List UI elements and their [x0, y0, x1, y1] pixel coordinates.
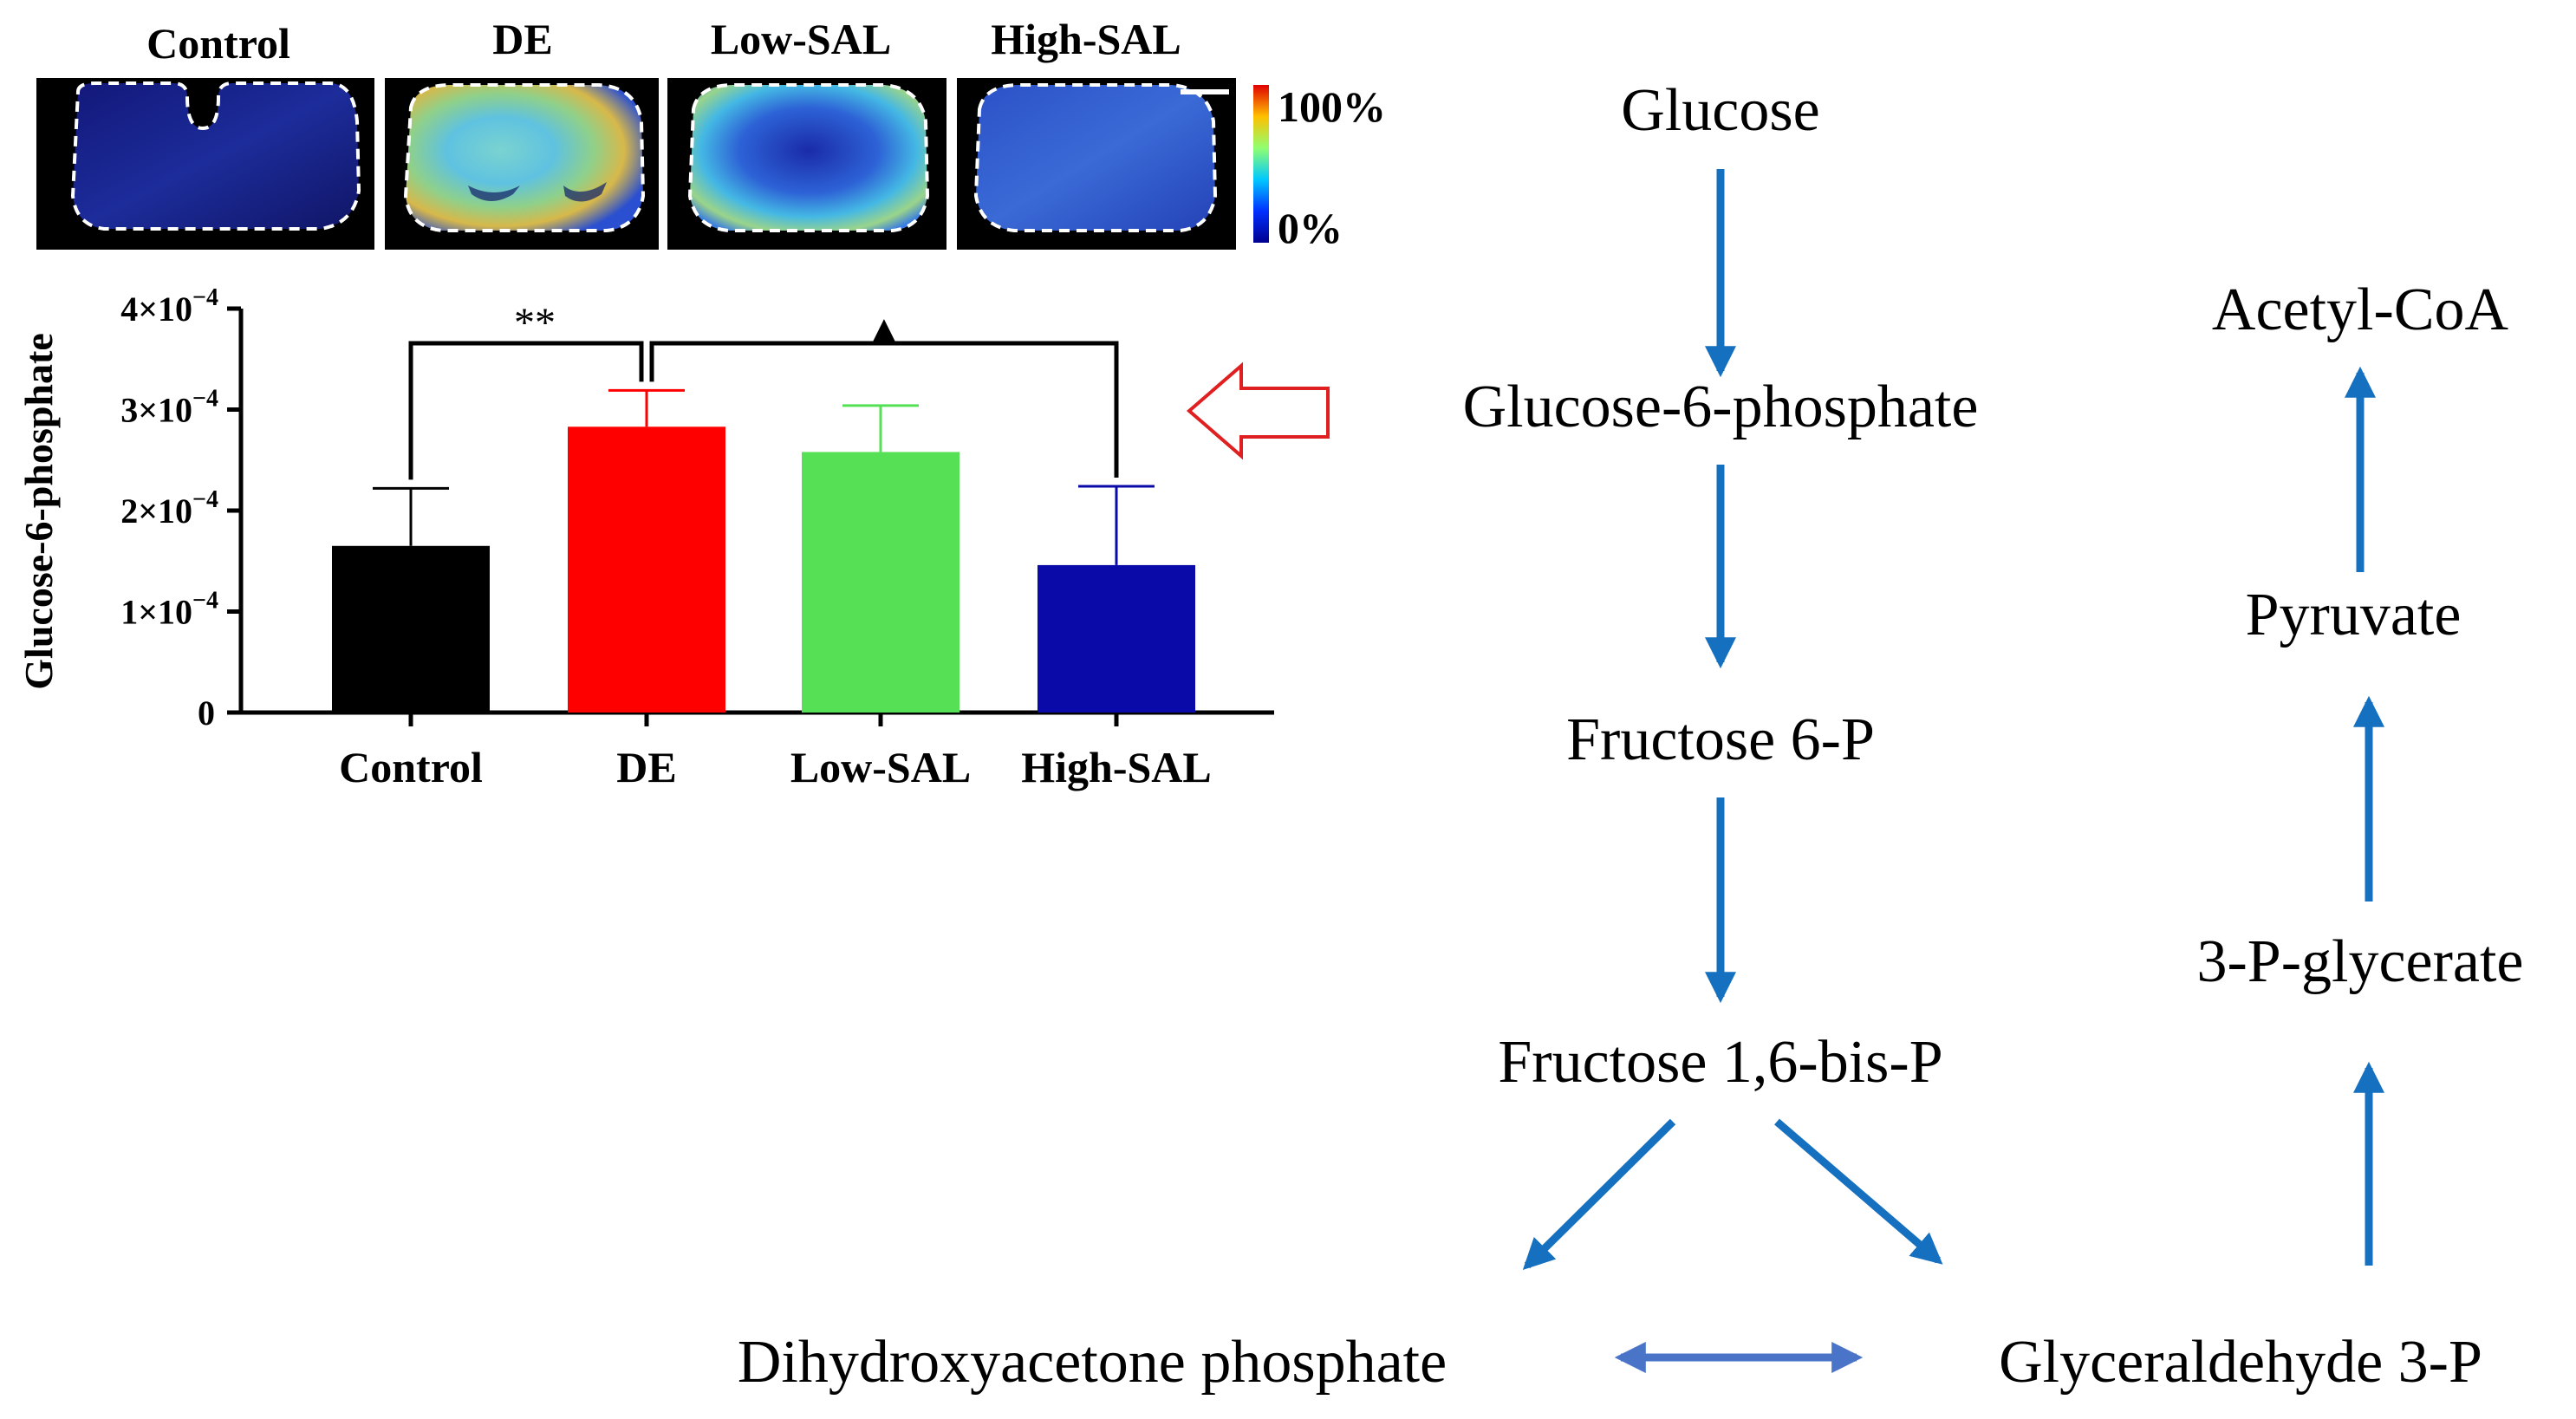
significance-bracket	[408, 341, 644, 480]
heatmap-image-de	[385, 78, 659, 250]
y-tick-exponent: −4	[192, 588, 218, 615]
colorbar-min-label: 0%	[1278, 204, 1343, 252]
y-tick-label: 2×10	[120, 491, 192, 530]
heatmap-label-control: Control	[146, 19, 290, 68]
y-tick-label: 3×10	[120, 391, 192, 430]
category-label: Control	[339, 743, 483, 791]
heatmap-label-de: DE	[492, 15, 552, 63]
node-pyruvate: Pyruvate	[2246, 582, 2462, 648]
category-label: Low-SAL	[790, 743, 971, 791]
heatmap-image-control	[36, 78, 374, 250]
node-glucose: Glucose	[1621, 77, 1819, 144]
bars	[332, 388, 1195, 713]
y-tick-label: 1×10	[120, 593, 192, 632]
node-dihydroxyacetone-phosphate: Dihydroxyacetone phosphate	[738, 1329, 1447, 1396]
colorbar	[1253, 85, 1269, 243]
y-tick-label: 0	[198, 693, 215, 732]
arrow-f16bp-to-g3p	[1774, 1118, 1943, 1265]
highlight-arrow	[1186, 361, 1330, 460]
heatmap-label-high-sal: High-SAL	[991, 15, 1181, 63]
y-tick-exponent: −4	[192, 386, 218, 413]
significance-bracket	[649, 341, 1119, 478]
scale-bar	[1181, 89, 1229, 94]
heatmap-image-high-sal	[957, 78, 1236, 250]
bar	[568, 426, 725, 713]
bar	[1038, 564, 1195, 713]
node-acetyl-coa: Acetyl-CoA	[2212, 277, 2509, 343]
category-label: High-SAL	[1021, 743, 1212, 791]
node-fructose-6-p: Fructose 6-P	[1566, 706, 1875, 773]
category-label: DE	[616, 743, 676, 791]
bar	[802, 452, 959, 713]
heatmap-label-low-sal: Low-SAL	[711, 15, 891, 63]
y-tick-exponent: −4	[192, 486, 218, 513]
arrow-f16bp-to-dhap	[1522, 1118, 1676, 1271]
heatmap-panel: Control DE Low-SAL High-SAL 100%	[36, 15, 1386, 252]
category-labels: Control DE Low-SAL High-SAL	[339, 713, 1212, 791]
pathway-diagram: Glucose Glucose-6-phosphate Fructose 6-P…	[738, 77, 2524, 1396]
colorbar-max-label: 100%	[1278, 82, 1386, 131]
significance-brackets: ** ▲	[408, 300, 1119, 480]
y-axis-label: Glucose-6-phosphate	[16, 333, 61, 689]
node-3-p-glycerate: 3-P-glycerate	[2196, 928, 2523, 995]
bar	[332, 545, 490, 713]
y-ticks: 01×10−42×10−43×10−44×10−4	[120, 284, 241, 732]
significance-label: ▲	[873, 311, 896, 346]
node-fructose-1-6-bis-p: Fructose 1,6-bis-P	[1498, 1029, 1942, 1096]
heatmap-image-low-sal	[667, 78, 946, 250]
node-glyceraldehyde-3-p: Glyceraldehyde 3-P	[1999, 1329, 2482, 1396]
significance-label: **	[514, 300, 556, 346]
y-tick-exponent: −4	[192, 284, 218, 311]
y-tick-label: 4×10	[120, 290, 192, 329]
bar-chart: Glucose-6-phosphate 01×10−42×10−43×10−44…	[16, 284, 1274, 791]
node-glucose-6-phosphate: Glucose-6-phosphate	[1463, 374, 1979, 440]
